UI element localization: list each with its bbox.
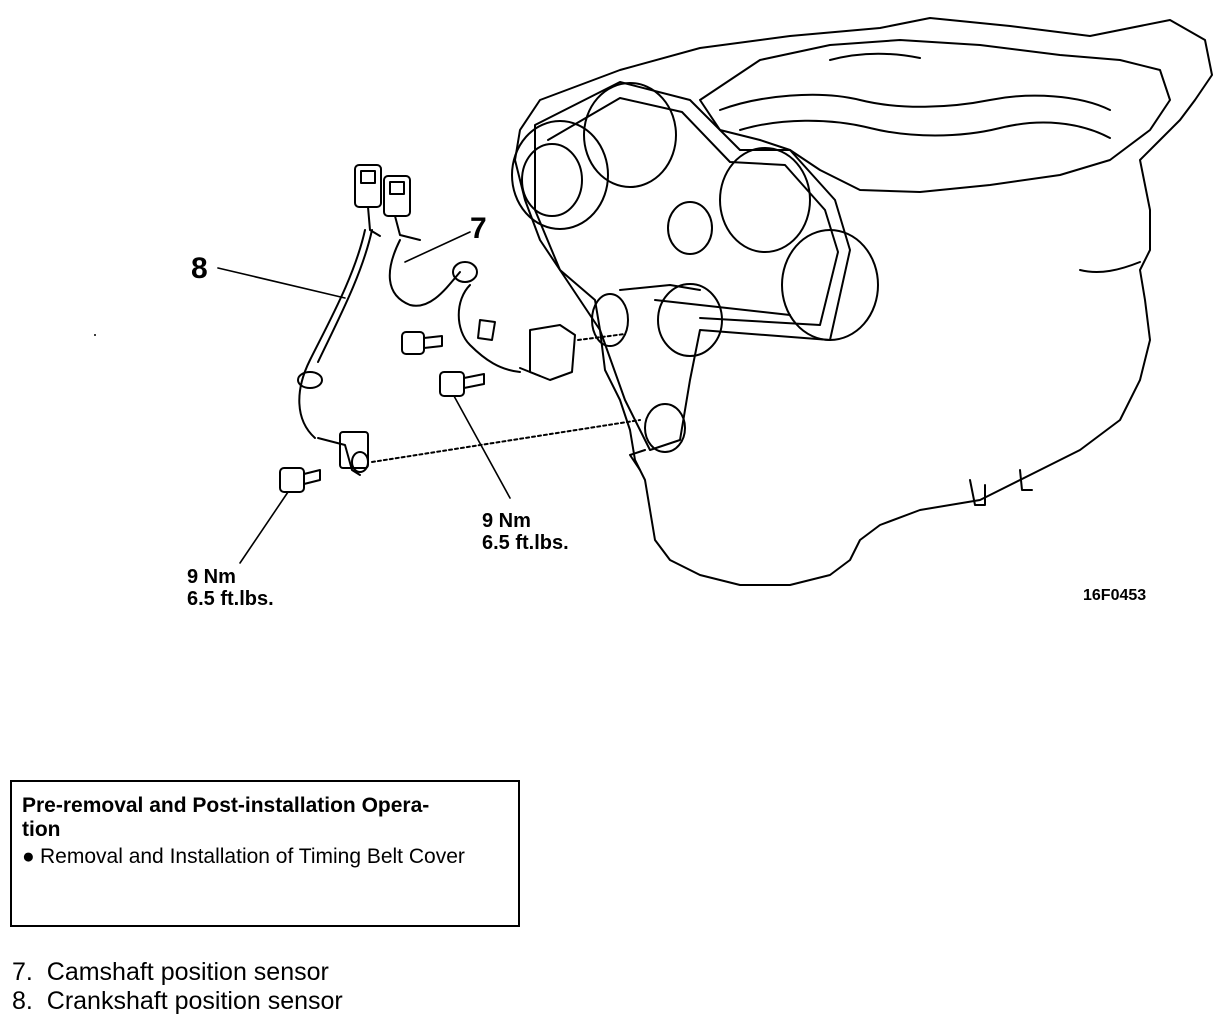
torque-imperial: 6.5 ft.lbs.: [482, 532, 569, 554]
legend-number: 7.: [12, 958, 33, 986]
legend-item-camshaft: 7. Camshaft position sensor: [12, 958, 343, 987]
pre-removal-info-box: Pre-removal and Post-installation Opera-…: [10, 780, 520, 927]
engine-sensor-diagram: [94, 17, 1213, 586]
info-box-title-line2: tion: [22, 818, 61, 841]
legend-number: 8.: [12, 987, 33, 1015]
torque-metric: 9 Nm: [482, 510, 531, 532]
timing-belt: [534, 81, 851, 451]
parts-legend: 7. Camshaft position sensor 8. Crankshaf…: [12, 958, 343, 1016]
crankshaft-sensor-illustration: [297, 164, 641, 476]
bullet-icon: ●: [22, 845, 35, 868]
info-box-title-line1: Pre-removal and Post-installation Opera-: [22, 794, 430, 817]
torque-spec-lower: 9 Nm 6.5 ft.lbs.: [187, 566, 274, 610]
camshaft-sensor-illustration: [383, 175, 626, 381]
callout-number-7: 7: [470, 212, 487, 245]
info-box-title: Pre-removal and Post-installation Opera-…: [22, 794, 510, 842]
info-box-item-text: Removal and Installation of Timing Belt …: [40, 845, 465, 868]
torque-metric: 9 Nm: [187, 566, 236, 588]
callout-number-8: 8: [191, 252, 208, 285]
legend-label: Crankshaft position sensor: [46, 987, 343, 1015]
pulleys: [511, 82, 879, 453]
torque-spec-upper: 9 Nm 6.5 ft.lbs.: [482, 510, 569, 554]
info-box-item: ● Removal and Installation of Timing Bel…: [22, 844, 510, 869]
figure-code: 16F0453: [1083, 587, 1147, 604]
legend-label: Camshaft position sensor: [46, 958, 329, 986]
bolts: [279, 331, 485, 493]
callout-leaders: [217, 231, 511, 564]
legend-item-crankshaft: 8. Crankshaft position sensor: [12, 987, 343, 1016]
torque-imperial: 6.5 ft.lbs.: [187, 588, 274, 610]
engine-block: [514, 17, 1213, 586]
